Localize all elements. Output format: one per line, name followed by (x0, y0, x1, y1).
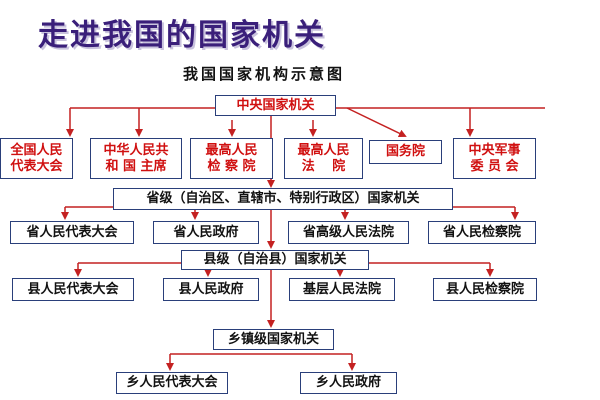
page-title: 走进我国的国家机关 (38, 18, 326, 53)
central-organs-box: 中央国家机关 (215, 95, 336, 116)
county-procuratorate-box: 县人民检察院 (433, 278, 537, 301)
county-organs-box: 县级（自治县）国家机关 (181, 250, 369, 270)
provincial-congress-box: 省人民代表大会 (10, 221, 134, 244)
basic-court-box: 基层人民法院 (289, 278, 395, 301)
provincial-organs-box: 省级（自治区、直辖市、特别行政区）国家机关 (113, 188, 453, 210)
state-council-box: 国务院 (369, 140, 442, 164)
central-military-commission-box: 中央军事 委 员 会 (453, 138, 536, 179)
provincial-procuratorate-box: 省人民检察院 (428, 221, 536, 244)
supreme-court-box: 最高人民 法 院 (284, 138, 363, 179)
npc-box: 全国人民 代表大会 (0, 138, 73, 179)
county-congress-box: 县人民代表大会 (12, 278, 134, 301)
provincial-high-court-box: 省高级人民法院 (288, 221, 409, 244)
provincial-government-box: 省人民政府 (153, 221, 259, 244)
supreme-procuratorate-box: 最高人民 检 察 院 (190, 138, 273, 179)
township-congress-box: 乡人民代表大会 (116, 372, 228, 394)
county-government-box: 县人民政府 (163, 278, 259, 301)
township-government-box: 乡人民政府 (300, 372, 397, 394)
diagram-subtitle: 我国国家机构示意图 (183, 65, 346, 83)
township-organs-box: 乡镇级国家机关 (213, 329, 334, 350)
president-box: 中华人民共 和 国 主席 (90, 138, 182, 179)
